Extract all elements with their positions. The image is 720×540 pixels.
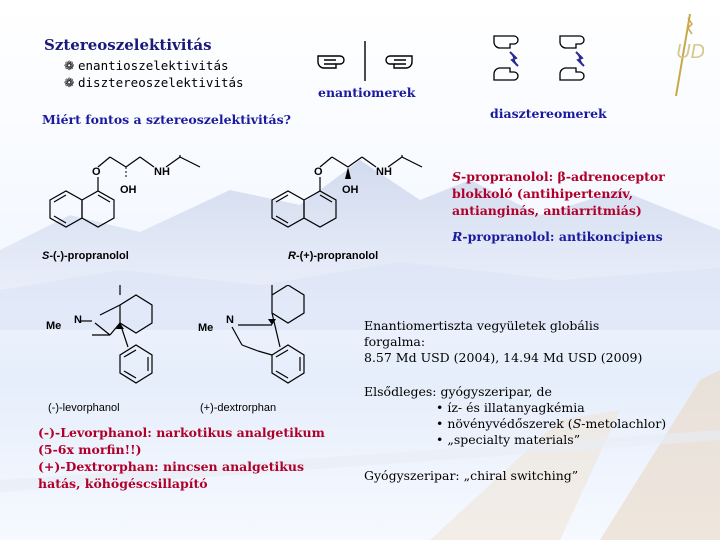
s-propranolol-description: S-propranolol: β-adrenoceptor blokkoló (… xyxy=(452,169,665,218)
flower-bullet-icon: ❁ xyxy=(64,58,75,73)
dextrorphan-caption: (+)-dextrorphan xyxy=(200,402,277,414)
levorphanol-structure: Me N xyxy=(46,285,153,384)
r-propranolol-caption: R-(+)-propranolol xyxy=(288,250,379,262)
flower-bullet-icon: ❁ xyxy=(64,75,75,90)
question-heading: Miért fontos a sztereoszelektivitás? xyxy=(42,112,291,127)
nitrogen-label: N xyxy=(74,314,82,326)
market-info: Enantiomertiszta vegyületek globális for… xyxy=(364,318,643,365)
amine-label: NH xyxy=(154,166,170,178)
enantiomer-hands-icon xyxy=(317,41,413,81)
levorphanol-caption: (-)-levorphanol xyxy=(48,402,120,414)
s-propranolol-structure: O OH NH xyxy=(49,155,201,228)
diastereomer-hands-icon xyxy=(493,35,585,81)
enantiomers-label: enantiomerek xyxy=(318,85,416,100)
logo-text: UD xyxy=(676,41,704,63)
r-propranolol-description: R-propranolol: antikoncipiens xyxy=(452,229,663,244)
oxygen-label: O xyxy=(314,166,323,178)
methyl-label: Me xyxy=(198,322,213,334)
bullet-enantioselectivity: ❁enantioszelektivitás xyxy=(64,58,229,73)
r-propranolol-structure: O OH NH xyxy=(271,155,423,228)
dextrorphan-structure: Me N xyxy=(198,285,305,384)
methyl-label: Me xyxy=(46,320,61,332)
diastereomers-label: diasztereomerek xyxy=(490,106,607,121)
levorphanol-description: (-)-Levorphanol: narkotikus analgetikum … xyxy=(38,425,325,491)
applications-list: Elsődleges: gyógyszeripar, de • íz- és i… xyxy=(364,384,667,447)
nitrogen-label: N xyxy=(226,314,234,326)
s-propranolol-caption: S-(-)-propranolol xyxy=(42,250,129,262)
slide-title: Sztereoszelektivitás xyxy=(44,36,212,54)
university-logo-icon: UD xyxy=(675,13,704,97)
chiral-switching-text: Gyógyszeripar: „chiral switching” xyxy=(364,468,579,483)
hydroxyl-label: OH xyxy=(120,184,137,196)
amine-label: NH xyxy=(376,166,392,178)
bullet-diastereoselectivity: ❁disztereoszelektivitás xyxy=(64,75,244,90)
hydroxyl-label: OH xyxy=(342,184,359,196)
oxygen-label: O xyxy=(92,166,101,178)
